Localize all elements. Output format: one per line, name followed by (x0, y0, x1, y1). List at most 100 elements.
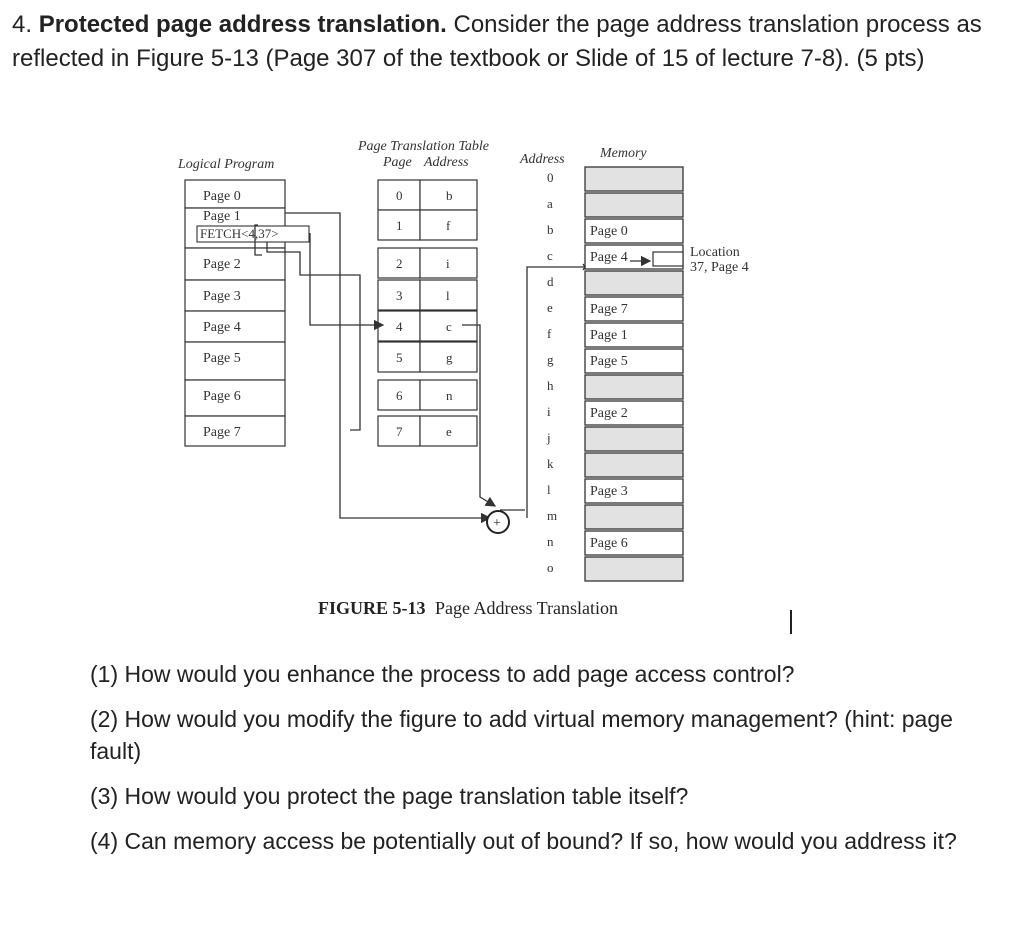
logical-page-label: Page 7 (203, 425, 241, 440)
text-cursor (790, 610, 792, 634)
subquestion-1: (1) How would you enhance the process to… (90, 661, 795, 687)
table-address-value: b (446, 188, 453, 203)
memory-page-label: Page 2 (590, 406, 628, 421)
memory-frame-page (584, 322, 684, 348)
address-label: b (547, 222, 554, 237)
memory-frame-page (584, 348, 684, 374)
table-address-value: l (446, 288, 450, 303)
table-page-cell (377, 209, 421, 241)
logical-page-label: Page 3 (203, 289, 241, 304)
page-table-title: Page Translation Table (357, 139, 489, 154)
memory-blocks: Page 0 Page 4 Page 7 Page 1 Page 5 Page 2 Page… (584, 166, 684, 582)
memory-page-label: Page 3 (590, 484, 628, 499)
fetch-label: FETCH<4,37> (200, 226, 279, 241)
memory-frame-empty (584, 270, 684, 296)
logical-page-label: Page 4 (203, 320, 241, 335)
logical-page-label: Page 6 (203, 389, 241, 404)
question-number: 4. (12, 11, 33, 38)
table-address-cell (419, 209, 478, 241)
logical-page-label: Page 1 (203, 209, 241, 224)
memory-page-label: Page 1 (590, 328, 628, 343)
caption-bold: FIGURE 5-13 (318, 598, 426, 618)
address-label: n (547, 534, 554, 549)
subquestion-4: (4) Can memory access be potentially out… (90, 828, 957, 854)
table-address-cell (419, 310, 478, 342)
memory-page-label: Page 0 (590, 224, 628, 239)
address-label: a (547, 196, 553, 211)
memory-page-label: Page 4 (590, 250, 628, 265)
question-body: Consider the page address translation pr… (12, 11, 982, 72)
table-page-cell (377, 310, 421, 342)
table-address-cell (419, 379, 478, 411)
logical-page-label: Page 0 (203, 189, 241, 204)
address-label: h (547, 378, 554, 393)
table-page-cell (377, 279, 421, 311)
memory-frame-empty (584, 426, 684, 452)
logical-page-label: Page 5 (203, 351, 241, 366)
table-address-value: c (446, 319, 452, 334)
table-address-value: i (446, 256, 450, 271)
question-intro: 4. Protected page address translation. C… (12, 8, 1012, 76)
question-title: Protected page address translation. (38, 11, 447, 38)
logical-page-cell (184, 415, 286, 447)
memory-frame-page (584, 218, 684, 244)
table-page-number: 2 (396, 256, 403, 271)
address-column-title: Address (519, 152, 565, 167)
memory-title: Memory (599, 146, 647, 161)
memory-frame-page (584, 296, 684, 322)
table-page-number: 6 (396, 388, 403, 403)
address-label: c (547, 248, 553, 263)
address-label: d (547, 274, 554, 289)
adder-symbol (486, 510, 510, 534)
memory-frame-empty (584, 374, 684, 400)
address-label: f (547, 326, 552, 341)
memory-frame-page (584, 400, 684, 426)
table-address-value: e (446, 424, 452, 439)
location-line-1: Location (690, 245, 740, 260)
logical-page-label: Page 2 (203, 257, 241, 272)
table-address-cell (419, 341, 478, 373)
logical-program-title: Logical Program (177, 157, 274, 172)
fetch-box (196, 225, 310, 243)
logical-page-cell (184, 247, 286, 281)
address-label: i (547, 404, 551, 419)
address-label: j (546, 430, 551, 445)
memory-page-label: Page 5 (590, 354, 628, 369)
subquestion-list: (1) How would you enhance the process to… (90, 658, 1010, 870)
table-page-cell (377, 415, 421, 447)
table-address-value: f (446, 218, 451, 233)
table-page-number: 3 (396, 288, 403, 303)
logical-program: Page 0 Page 1 Page 2 Page 3 Page 4 Page 5 Page… (184, 179, 310, 447)
page-table-col-address: Address (423, 155, 469, 170)
table-page-number: 0 (396, 188, 403, 203)
memory-page-label: Page 7 (590, 302, 628, 317)
table-address-cell (419, 279, 478, 311)
table-page-cell (377, 179, 421, 211)
address-label: e (547, 300, 553, 315)
memory-page-label: Page 6 (590, 536, 628, 551)
figure-caption: FIGURE 5-13 Page Address Translation (318, 598, 618, 618)
subquestion-2: (2) How would you modify the figure to a… (90, 706, 953, 764)
address-label: o (547, 560, 554, 575)
table-page-number: 1 (396, 218, 403, 233)
memory-frame-page (584, 530, 684, 556)
memory-frame-empty (584, 504, 684, 530)
location-marker (652, 251, 684, 267)
table-address-value: g (446, 350, 453, 365)
memory-frame-empty (584, 556, 684, 582)
memory-frame-empty (584, 192, 684, 218)
subquestion-3: (3) How would you protect the page trans… (90, 783, 689, 809)
table-page-cell (377, 379, 421, 411)
logical-page-cell (184, 341, 286, 381)
logical-page-cell (184, 310, 286, 343)
figure-page-address-translation: Logical Program Page Translation Table P… (177, 139, 749, 618)
page-table-col-page: Page (382, 155, 412, 170)
adder-plus: + (493, 516, 501, 531)
table-address-cell (419, 247, 478, 279)
table-page-cell (377, 247, 421, 279)
table-page-number: 7 (396, 424, 403, 439)
table-page-number: 4 (396, 319, 403, 334)
caption-text: Page Address Translation (435, 598, 618, 618)
